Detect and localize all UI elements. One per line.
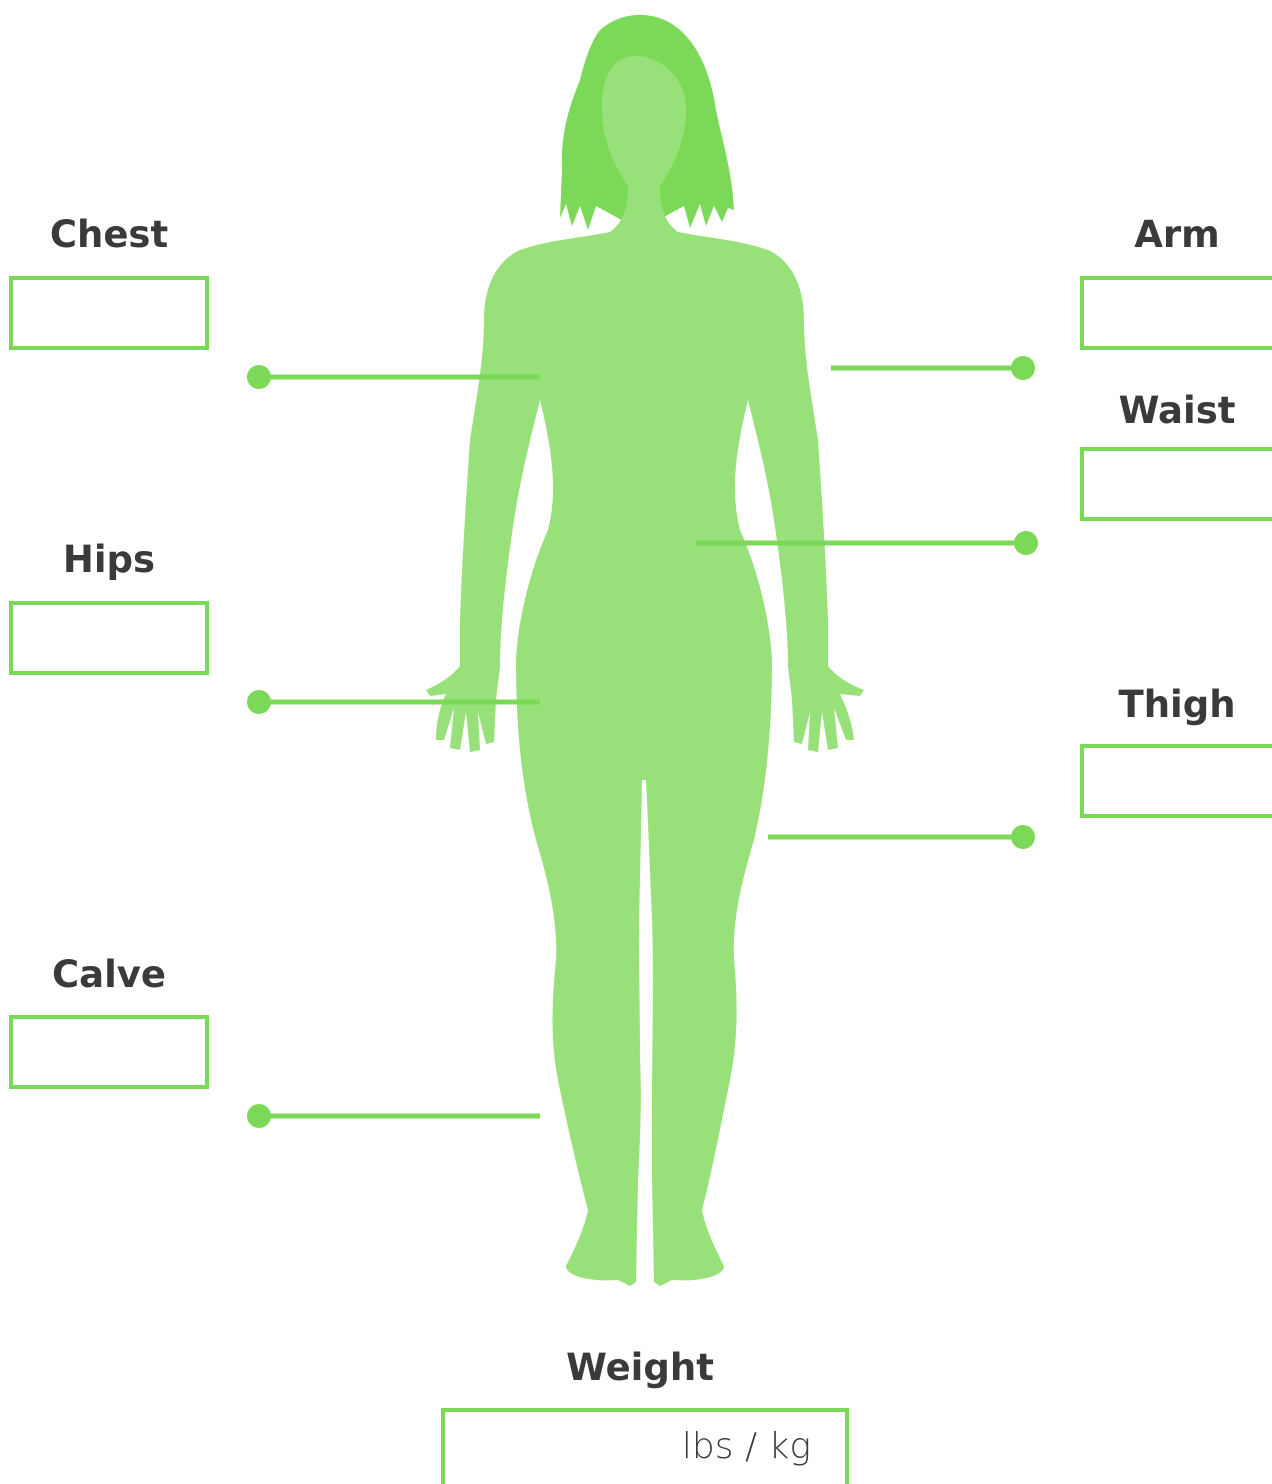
chest-field[interactable] (9, 276, 209, 350)
thigh-label: Thigh (1082, 686, 1272, 723)
pointer-dot-icon (247, 1104, 271, 1128)
hips-label: Hips (10, 541, 208, 578)
waist-field[interactable] (1080, 447, 1272, 521)
arm-label: Arm (1082, 216, 1272, 253)
thigh-input[interactable] (1084, 748, 1272, 814)
weight-field[interactable]: lbs / kg (441, 1408, 849, 1484)
calve-input[interactable] (13, 1019, 205, 1085)
waist-label: Waist (1082, 392, 1272, 429)
waist-input[interactable] (1084, 451, 1272, 517)
arm-field[interactable] (1080, 276, 1272, 350)
calve-field[interactable] (9, 1015, 209, 1089)
pointer-dot-icon (1011, 356, 1035, 380)
hips-field[interactable] (9, 601, 209, 675)
thigh-field[interactable] (1080, 744, 1272, 818)
arm-input[interactable] (1084, 280, 1272, 346)
pointer-dot-icon (247, 365, 271, 389)
arm-pointer (831, 356, 1035, 380)
weight-unit: lbs / kg (682, 1426, 811, 1467)
pointer-dot-icon (1011, 825, 1035, 849)
chest-label: Chest (10, 216, 208, 253)
pointer-dot-icon (247, 690, 271, 714)
thigh-pointer (768, 825, 1035, 849)
body-shape (426, 56, 864, 1286)
weight-label: Weight (440, 1349, 840, 1386)
calve-label: Calve (10, 956, 208, 993)
pointer-dot-icon (1014, 531, 1038, 555)
calve-pointer (247, 1104, 540, 1128)
chest-input[interactable] (13, 280, 205, 346)
hips-input[interactable] (13, 605, 205, 671)
